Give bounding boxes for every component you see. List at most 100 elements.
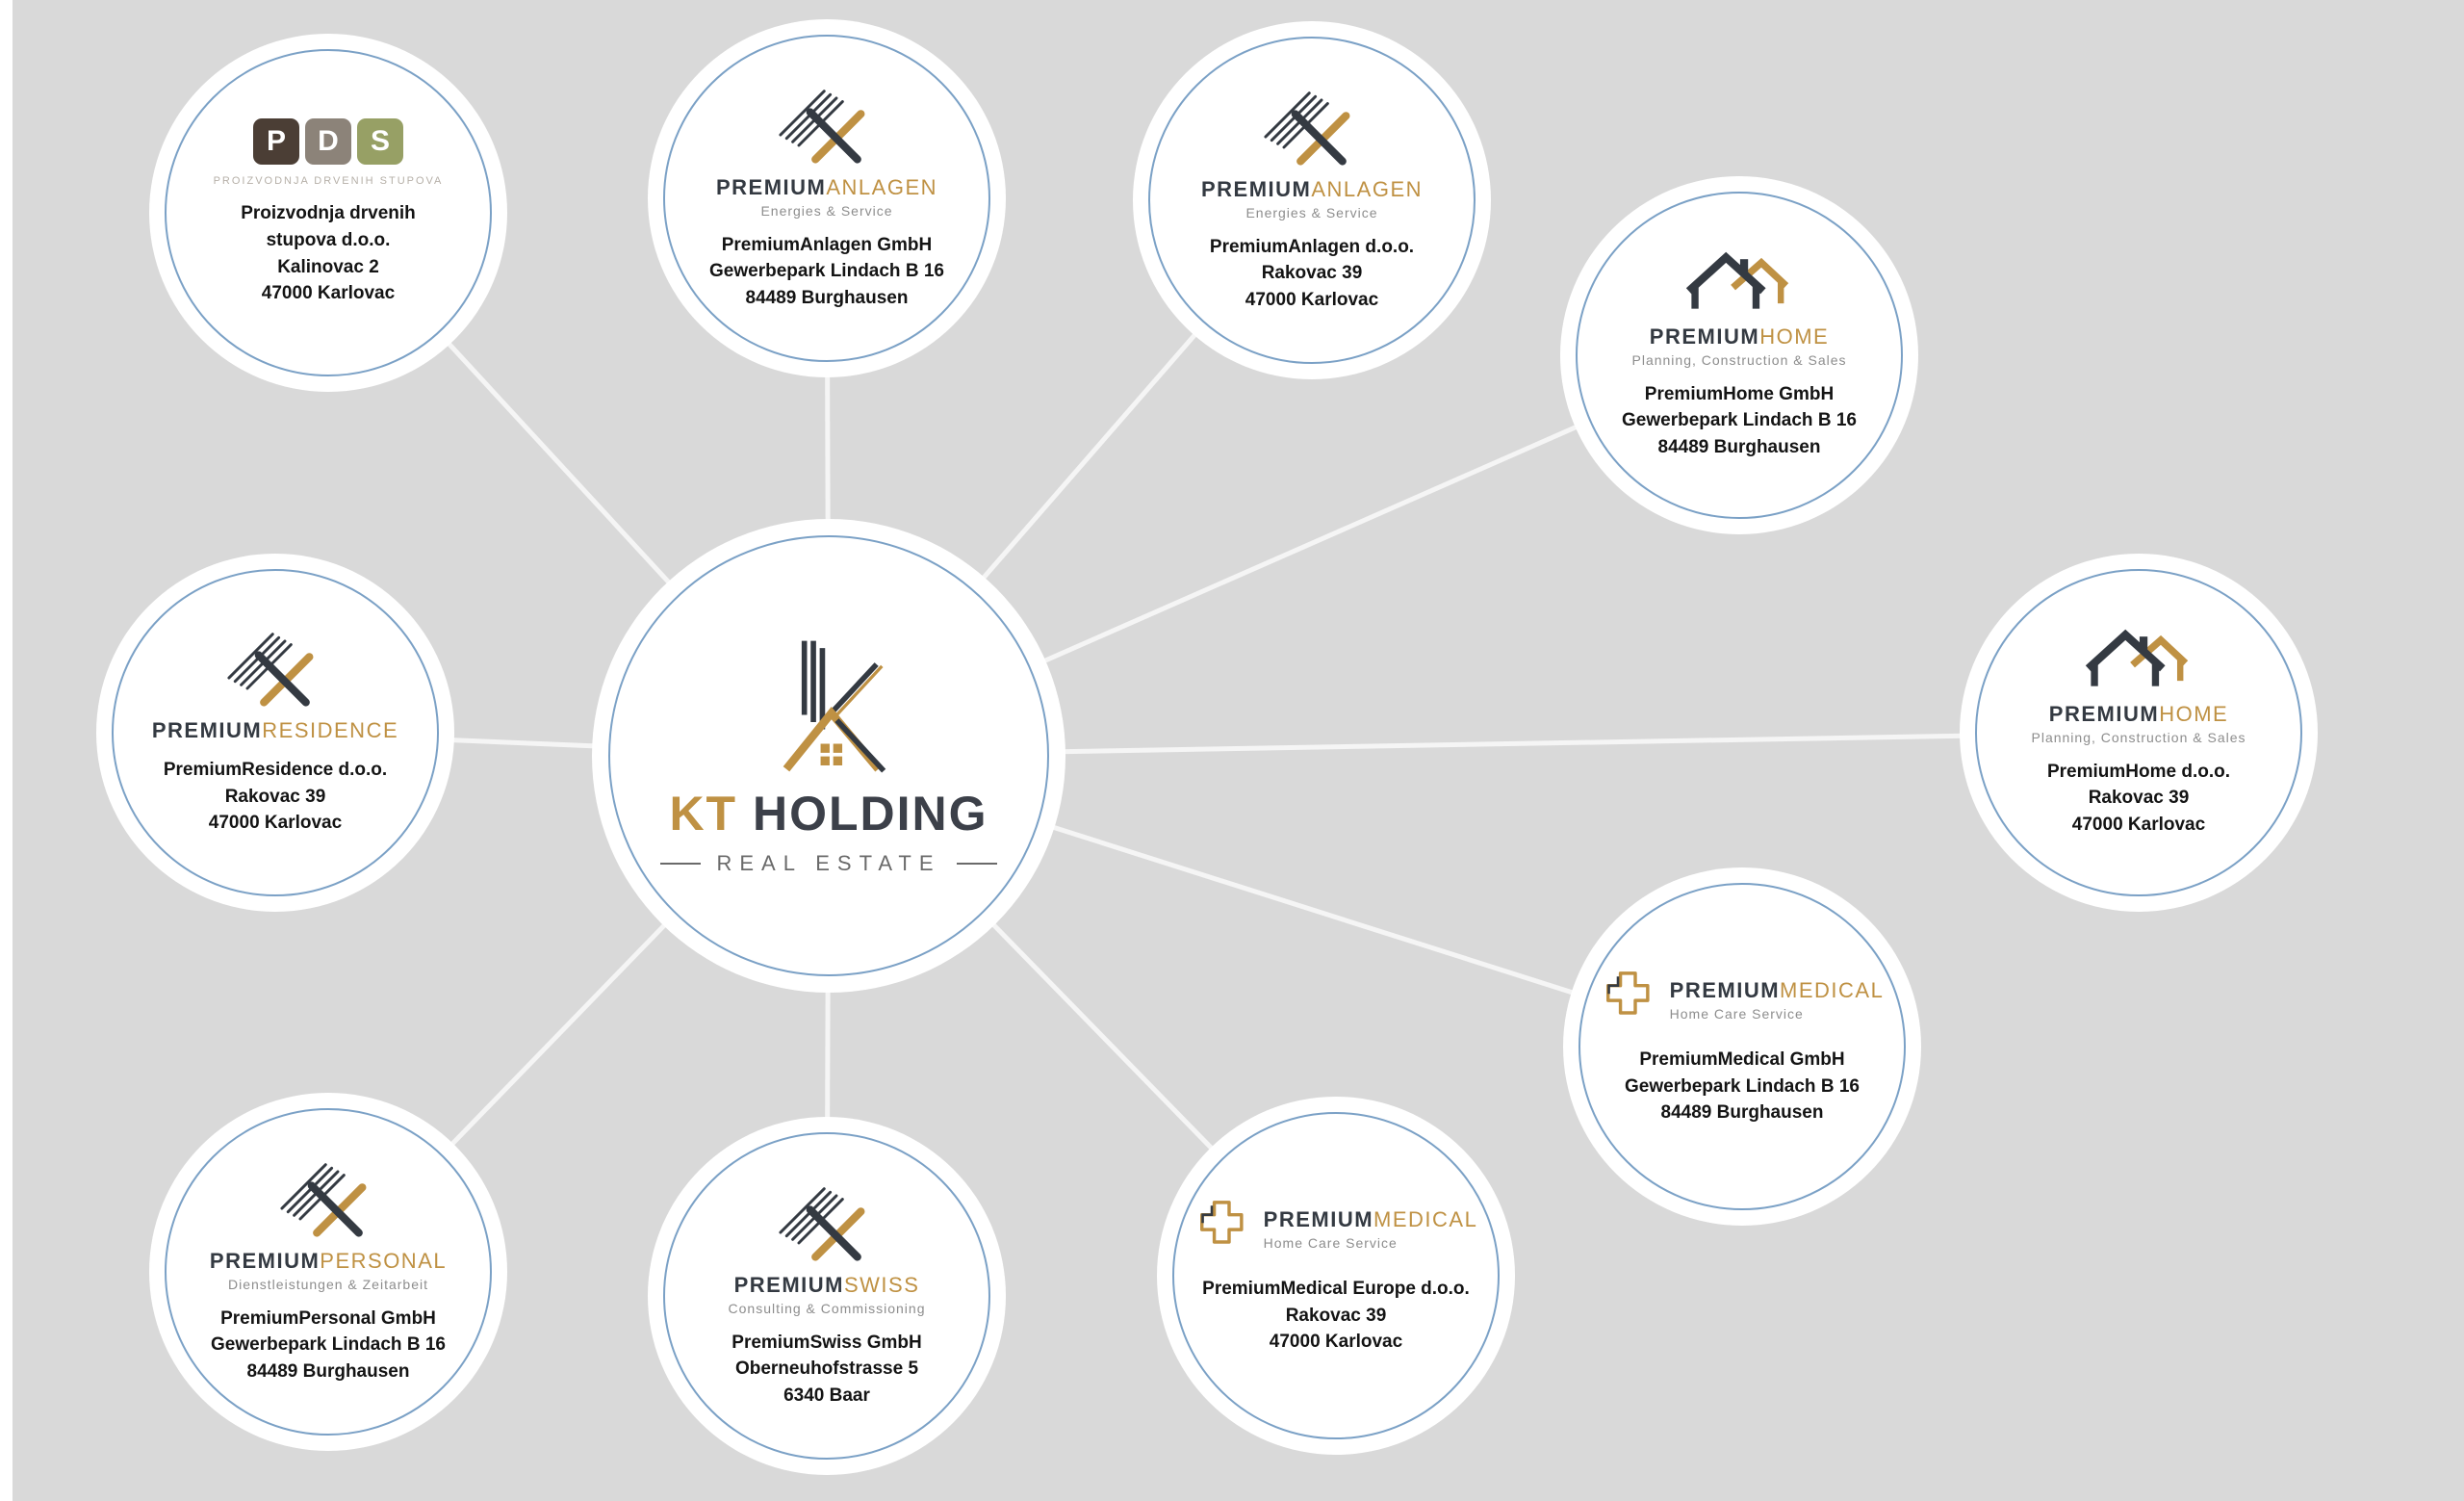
- logo-icon-slot: [770, 1183, 884, 1269]
- medical-cross-icon: [1605, 971, 1650, 1015]
- brand-wordmark: PREMIUMSWISS: [734, 1273, 920, 1298]
- brand-tagline: Planning, Construction & Sales: [2031, 729, 2246, 745]
- company-address-line: 47000 Karlovac: [1269, 1332, 1403, 1353]
- pds-letter-square: S: [356, 118, 403, 166]
- brand-suffix: RESIDENCE: [262, 718, 399, 743]
- brand-prefix: PREMIUM: [151, 718, 263, 743]
- brand-block: PREMIUMHOME Planning, Construction & Sal…: [1632, 324, 1847, 368]
- brand-prefix: PREMIUM: [715, 174, 827, 199]
- brand-tagline: Consulting & Commissioning: [728, 1300, 926, 1316]
- brand-prefix: PREMIUM: [1263, 1207, 1374, 1232]
- company-address-line: PremiumMedical Europe d.o.o.: [1202, 1279, 1470, 1300]
- company-address-line: Gewerbepark Lindach B 16: [1622, 410, 1857, 431]
- page-left-margin: [0, 0, 13, 1501]
- company-logo: PREMIUMPERSONAL Dienstleistungen & Zeita…: [210, 1159, 447, 1292]
- company-address-line: 84489 Burghausen: [1657, 436, 1821, 457]
- company-node-circle: PREMIUMHOME Planning, Construction & Sal…: [1975, 569, 2302, 896]
- brand-prefix: PREMIUM: [1649, 323, 1760, 349]
- brand-block: PREMIUMPERSONAL Dienstleistungen & Zeita…: [210, 1249, 447, 1292]
- company-address-line: Gewerbepark Lindach B 16: [709, 261, 944, 282]
- brand-wordmark: PREMIUMMEDICAL: [1670, 978, 1885, 1003]
- pds-letter-square: D: [304, 118, 351, 166]
- brand-tagline: Planning, Construction & Sales: [1631, 351, 1847, 368]
- kt-holding-circle: KT HOLDING REAL ESTATE: [608, 535, 1049, 976]
- k-stripes-logo-icon: [1264, 91, 1350, 166]
- brand-prefix: PREMIUM: [1200, 176, 1312, 201]
- company-address-line: 47000 Karlovac: [261, 283, 396, 304]
- company-address-line: 84489 Burghausen: [246, 1360, 410, 1382]
- company-address-line: 84489 Burghausen: [1660, 1102, 1824, 1124]
- brand-tagline: Energies & Service: [760, 202, 893, 219]
- company-address-line: 84489 Burghausen: [745, 287, 909, 308]
- company-address-line: Gewerbepark Lindach B 16: [211, 1334, 446, 1356]
- company-logo: PREMIUMANLAGEN Energies & Service: [716, 86, 937, 219]
- company-node-premiumhome-gmbh: PREMIUMHOME Planning, Construction & Sal…: [1560, 176, 1918, 534]
- company-node-premiumpersonal-gmbh: PREMIUMPERSONAL Dienstleistungen & Zeita…: [149, 1093, 507, 1451]
- kt-holding-logo-icon: [783, 640, 886, 773]
- company-address-line: Rakovac 39: [224, 786, 326, 807]
- company-node-circle: PREMIUMMEDICAL Home Care Service Premium…: [1578, 883, 1906, 1210]
- company-address-line: 47000 Karlovac: [2071, 814, 2206, 835]
- company-address-line: Gewerbepark Lindach B 16: [1625, 1075, 1860, 1097]
- company-node-circle: PREMIUMSWISS Consulting & Commissioning …: [663, 1132, 990, 1460]
- kt-wordmark-suffix: HOLDING: [753, 787, 988, 841]
- brand-block: PREMIUMMEDICAL Home Care Service: [1264, 1207, 1478, 1251]
- company-address-line: PremiumHome d.o.o.: [2046, 761, 2231, 782]
- company-address-line: PremiumHome GmbH: [1644, 383, 1835, 404]
- company-address: PremiumHome GmbH Gewerbepark Lindach B 16…: [1622, 381, 1857, 461]
- company-address-line: Oberneuhofstrasse 5: [734, 1359, 919, 1380]
- company-address: PremiumMedical Europe d.o.o. Rakovac 39 47…: [1202, 1276, 1470, 1356]
- k-stripes-logo-icon: [280, 1162, 367, 1237]
- brand-prefix: PREMIUM: [733, 1272, 844, 1297]
- company-logo: PREMIUMMEDICAL Home Care Service: [1194, 1196, 1478, 1262]
- company-logo: PREMIUMSWISS Consulting & Commissioning: [729, 1183, 926, 1316]
- brand-block: PREMIUMANLAGEN Energies & Service: [1201, 177, 1423, 220]
- brand-block: PREMIUMRESIDENCE: [152, 718, 398, 743]
- company-logo: PREMIUMANLAGEN Energies & Service: [1201, 88, 1423, 220]
- brand-block: PREMIUMANLAGEN Energies & Service: [716, 175, 937, 219]
- logo-icon-slot: [1194, 1196, 1252, 1258]
- brand-tagline: PROIZVODNJA DRVENIH STUPOVA: [213, 175, 444, 188]
- company-address-line: 47000 Karlovac: [1245, 289, 1379, 310]
- k-stripes-logo-icon: [779, 1186, 865, 1261]
- kt-holding-tagline: REAL ESTATE: [660, 851, 997, 876]
- brand-tagline: Home Care Service: [1669, 1006, 1804, 1022]
- company-node-circle: PREMIUMANLAGEN Energies & Service Premiu…: [1148, 37, 1476, 364]
- company-node-premiummedical-gmbh: PREMIUMMEDICAL Home Care Service Premium…: [1563, 867, 1921, 1226]
- brand-block: PREMIUMHOME Planning, Construction & Sal…: [2032, 702, 2246, 745]
- company-address-line: stupova d.o.o.: [266, 229, 391, 250]
- brand-block: PROIZVODNJA DRVENIH STUPOVA: [214, 168, 444, 187]
- company-address-line: PremiumAnlagen GmbH: [721, 234, 933, 255]
- brand-wordmark: PREMIUMHOME: [2049, 702, 2228, 727]
- medical-cross-icon: [1199, 1201, 1244, 1244]
- brand-wordmark: PREMIUMANLAGEN: [1201, 177, 1423, 202]
- company-address-line: Rakovac 39: [2088, 788, 2190, 809]
- company-node-premiumanlagen-doo: PREMIUMANLAGEN Energies & Service Premiu…: [1133, 21, 1491, 379]
- company-node-circle: PREMIUMPERSONAL Dienstleistungen & Zeita…: [165, 1108, 492, 1436]
- k-stripes-logo-icon: [779, 89, 865, 164]
- brand-suffix: MEDICAL: [1780, 978, 1885, 1003]
- brand-prefix: PREMIUM: [1669, 978, 1781, 1003]
- company-node-premiummedical-europe-doo: PREMIUMMEDICAL Home Care Service Premium…: [1157, 1097, 1515, 1455]
- company-address: PremiumHome d.o.o. Rakovac 39 47000 Karlov…: [2047, 759, 2230, 839]
- company-address-line: Rakovac 39: [1285, 1305, 1387, 1326]
- company-logo: PREMIUMMEDICAL Home Care Service: [1601, 967, 1885, 1033]
- brand-suffix: ANLAGEN: [1311, 176, 1424, 201]
- logo-icon-slot: [1255, 88, 1369, 173]
- company-node-premiumanlagen-gmbh: PREMIUMANLAGEN Energies & Service Premiu…: [648, 19, 1006, 377]
- company-address-line: PremiumAnlagen d.o.o.: [1209, 236, 1415, 257]
- kt-holding-wordmark: KT HOLDING: [669, 786, 988, 841]
- brand-block: PREMIUMMEDICAL Home Care Service: [1670, 978, 1885, 1022]
- company-node-circle: PREMIUMANLAGEN Energies & Service Premiu…: [663, 35, 990, 362]
